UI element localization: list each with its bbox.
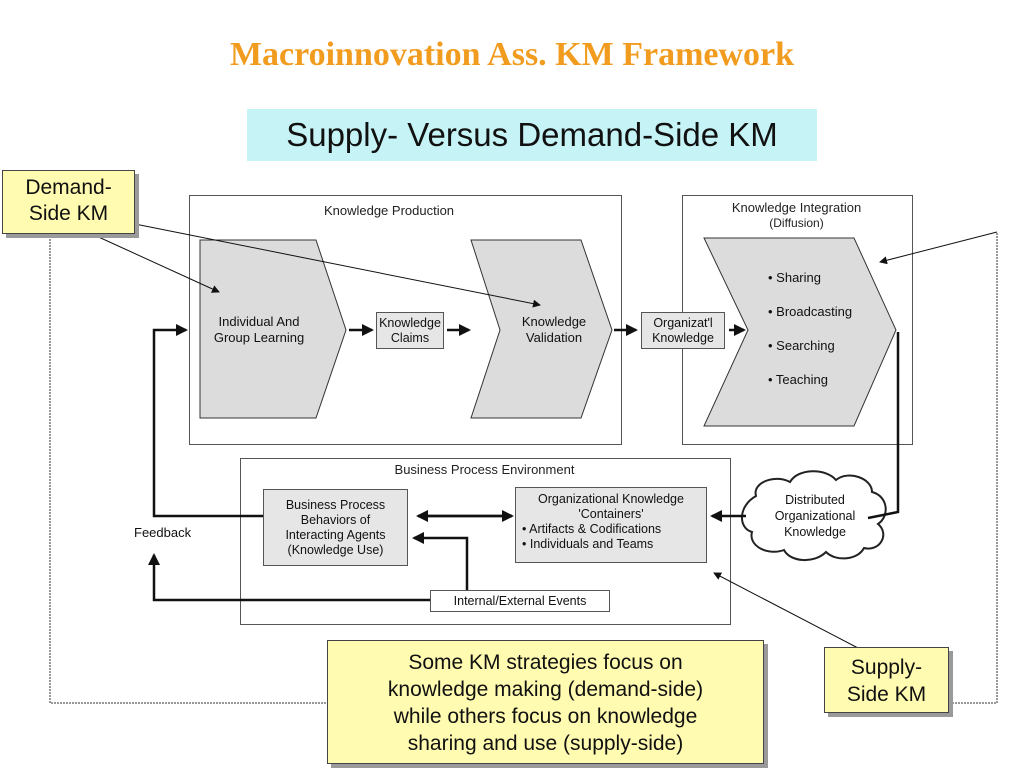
organizational-containers-box: Organizational Knowledge 'Containers' • … xyxy=(515,487,707,563)
learning-chevron xyxy=(199,239,347,419)
learning-text: Individual And Group Learning xyxy=(213,314,305,345)
validation-text: Knowledge Validation xyxy=(521,314,587,345)
bullet-searching: • Searching xyxy=(768,338,835,353)
integration-chevron xyxy=(703,237,897,427)
demand-side-callout: Demand- Side KM xyxy=(2,170,135,234)
knowledge-integration-sublabel: (Diffusion) xyxy=(769,216,824,230)
organizational-knowledge-box: Organizat'l Knowledge xyxy=(641,312,725,349)
supply-side-callout: Supply- Side KM xyxy=(824,647,949,713)
validation-chevron xyxy=(470,239,613,419)
strategy-note-callout: Some KM strategies focus on knowledge ma… xyxy=(327,640,764,764)
distributed-knowledge-cloud xyxy=(741,470,887,561)
internal-external-events-box: Internal/External Events xyxy=(430,590,610,612)
bullet-sharing: • Sharing xyxy=(768,270,821,285)
knowledge-claims-box: Knowledge Claims xyxy=(376,312,444,349)
distributed-knowledge-text: Distributed Organizational Knowledge xyxy=(774,493,856,539)
business-process-environment-label: Business Process Environment xyxy=(394,462,575,477)
slide-subtitle: Supply- Versus Demand-Side KM xyxy=(247,109,817,161)
knowledge-integration-label: Knowledge Integration xyxy=(731,200,862,215)
integration-bullets: • Sharing • Broadcasting • Searching • T… xyxy=(768,261,852,397)
business-process-behaviors-box: Business Process Behaviors of Interactin… xyxy=(263,489,408,566)
knowledge-production-label: Knowledge Production xyxy=(323,203,455,218)
bullet-broadcasting: • Broadcasting xyxy=(768,304,853,319)
page-title: Macroinnovation Ass. KM Framework xyxy=(229,36,795,73)
feedback-label: Feedback xyxy=(134,525,192,540)
bullet-teaching: • Teaching xyxy=(768,372,828,387)
